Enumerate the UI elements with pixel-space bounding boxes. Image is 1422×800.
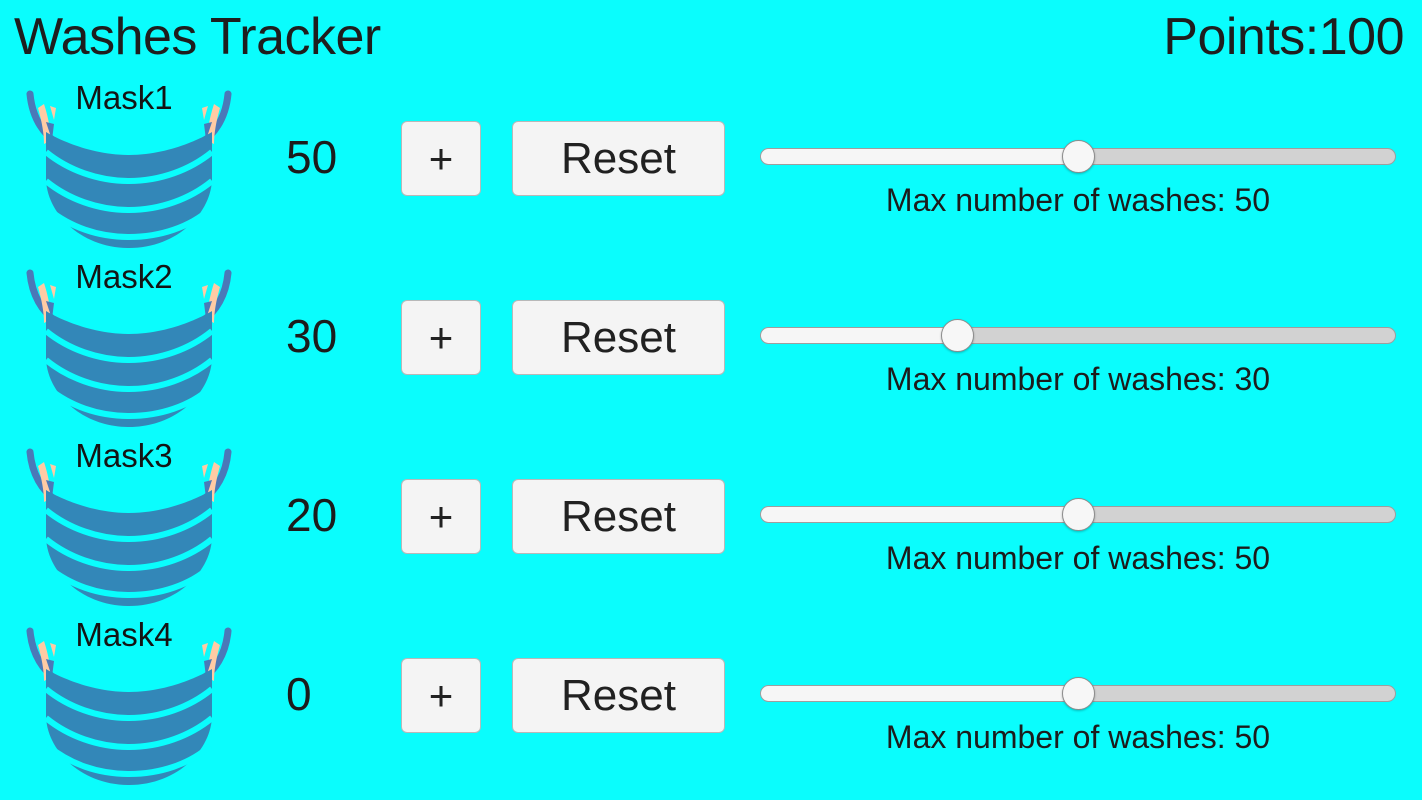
app-header: Washes Tracker Points:100 — [0, 0, 1422, 76]
reset-button[interactable]: Reset — [512, 300, 725, 375]
wash-count: 50 — [286, 131, 338, 183]
slider-thumb[interactable] — [1062, 498, 1095, 531]
slider-caption: Max number of washes: 50 — [885, 182, 1271, 218]
wash-count: 0 — [286, 668, 312, 720]
mask-row: Mask3 20 + Reset Max number of washes: 5… — [0, 436, 1422, 615]
slider-fill — [761, 686, 1078, 701]
page-title: Washes Tracker — [14, 8, 381, 66]
wash-count: 20 — [286, 489, 338, 541]
mask-row: Mask4 0 + Reset Max number of washes: 50 — [0, 615, 1422, 794]
reset-button[interactable]: Reset — [512, 658, 725, 733]
slider-fill — [761, 507, 1078, 522]
face-mask-icon — [8, 440, 250, 615]
increment-button[interactable]: + — [401, 300, 481, 375]
increment-button[interactable]: + — [401, 658, 481, 733]
slider-fill — [761, 328, 958, 343]
slider-track[interactable] — [760, 327, 1396, 344]
wash-count: 30 — [286, 310, 338, 362]
points-display: Points:100 — [1163, 8, 1404, 66]
max-washes-slider-group: Max number of washes: 30 — [760, 297, 1396, 417]
slider-caption: Max number of washes: 50 — [885, 719, 1271, 755]
mask-label: Mask4 — [75, 616, 173, 653]
max-washes-slider-group: Max number of washes: 50 — [760, 476, 1396, 596]
mask-label: Mask3 — [75, 437, 173, 474]
increment-button[interactable]: + — [401, 121, 481, 196]
reset-button[interactable]: Reset — [512, 479, 725, 554]
reset-button[interactable]: Reset — [512, 121, 725, 196]
face-mask-icon — [8, 619, 250, 794]
slider-thumb[interactable] — [1062, 677, 1095, 710]
face-mask-icon — [8, 261, 250, 436]
mask-label: Mask2 — [75, 258, 173, 295]
face-mask-icon — [8, 82, 250, 257]
mask-label: Mask1 — [75, 79, 173, 116]
mask-row: Mask1 50 + Reset Max number of washes: 5… — [0, 78, 1422, 257]
slider-thumb[interactable] — [1062, 140, 1095, 173]
slider-thumb[interactable] — [941, 319, 975, 352]
max-washes-slider-group: Max number of washes: 50 — [760, 118, 1396, 238]
mask-row: Mask2 30 + Reset Max number of washes: 3… — [0, 257, 1422, 436]
slider-fill — [761, 149, 1078, 164]
max-washes-slider-group: Max number of washes: 50 — [760, 655, 1396, 775]
slider-caption: Max number of washes: 50 — [885, 540, 1271, 576]
increment-button[interactable]: + — [401, 479, 481, 554]
slider-caption: Max number of washes: 30 — [885, 361, 1271, 397]
